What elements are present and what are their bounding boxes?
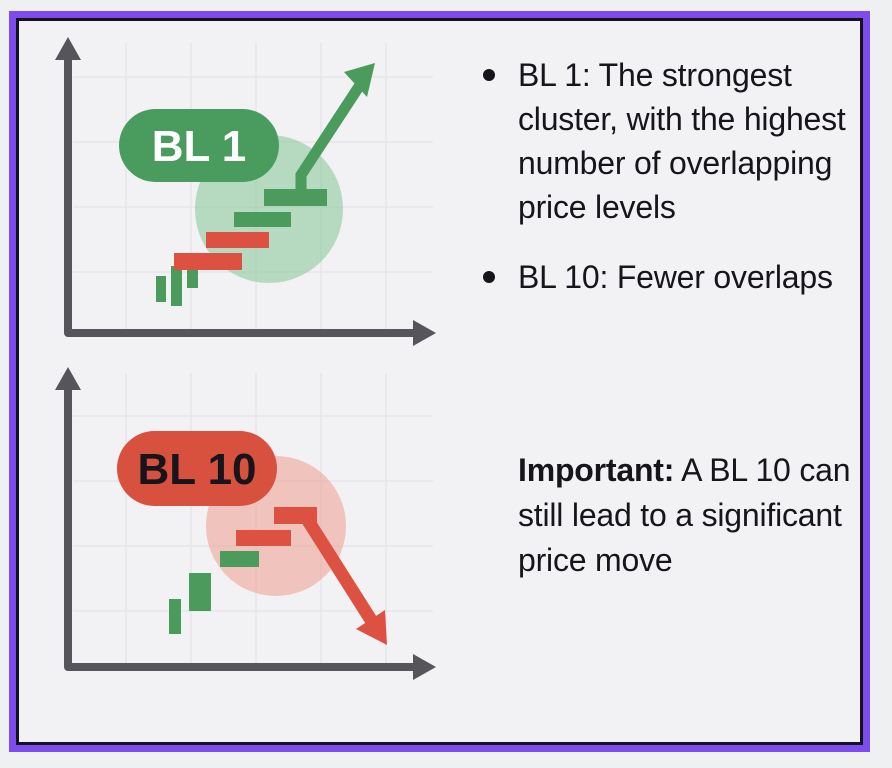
green-candle <box>156 276 166 302</box>
axes <box>55 37 436 346</box>
bullet-text-bl1: BL 1: The strongest cluster, with the hi… <box>518 57 846 225</box>
note-text: A BL 10 can still lead to a significant … <box>518 452 851 578</box>
red-bar <box>174 253 242 270</box>
chart-bl1: BL 1 <box>55 37 436 346</box>
red-bar <box>206 232 269 248</box>
bl1-pill: BL 1 <box>119 109 279 182</box>
up-trend-arrow-icon <box>295 63 375 203</box>
green-candle <box>189 573 211 611</box>
bullet-dot-icon <box>483 69 495 81</box>
important-note: Important: A BL 10 can still lead to a s… <box>518 448 874 583</box>
down-trend-arrow-icon <box>301 515 387 645</box>
y-axis-arrow-icon <box>55 37 81 60</box>
list-item-bl1: BL 1: The strongest cluster, with the hi… <box>483 53 875 229</box>
bl10-pill-label: BL 10 <box>137 445 256 494</box>
bullet-text-bl10: BL 10: Fewer overlaps <box>518 259 833 295</box>
bl1-pill-label: BL 1 <box>152 122 247 171</box>
list-item-bl10: BL 10: Fewer overlaps <box>483 255 875 299</box>
y-axis-arrow-icon <box>55 367 81 390</box>
bullet-dot-icon <box>483 271 495 283</box>
price-bars <box>156 189 327 306</box>
note-lead: Important: <box>518 452 675 488</box>
x-axis-arrow-icon <box>413 320 436 346</box>
diagram-panel: BL 1 <box>16 18 863 745</box>
bullet-list: BL 1: The strongest cluster, with the hi… <box>483 53 875 299</box>
green-candle <box>187 268 198 288</box>
green-bar <box>220 551 259 567</box>
purple-frame: BL 1 <box>9 11 870 752</box>
price-bars <box>169 507 317 634</box>
green-bar <box>234 212 291 227</box>
bl10-pill: BL 10 <box>117 431 277 506</box>
green-candle <box>169 599 181 634</box>
red-bar <box>236 530 291 546</box>
x-axis-arrow-icon <box>413 654 436 680</box>
green-candle <box>171 266 182 306</box>
axes <box>55 367 436 680</box>
chart-bl10: BL 10 <box>55 367 436 680</box>
